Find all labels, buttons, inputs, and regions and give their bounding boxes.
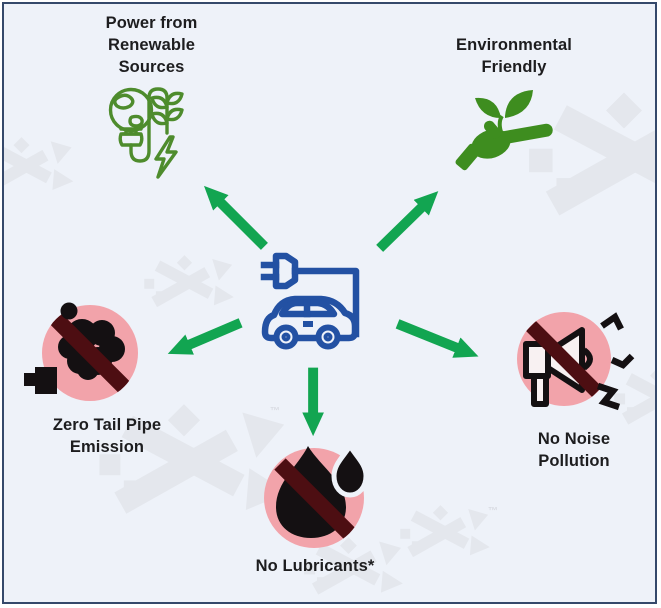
trademark-symbol: ™ <box>270 406 280 417</box>
sound-wave-marks <box>596 312 635 411</box>
prohibition-slash <box>526 321 602 397</box>
car-door-handle <box>303 321 313 327</box>
electric-car-with-charging-plug-icon <box>260 252 360 350</box>
renewable-sources-label: Power from Renewable Sources <box>105 14 198 76</box>
arrow-to-noise <box>395 319 479 358</box>
no-lubricants-label: No Lubricants* <box>255 557 375 575</box>
watermark-x-logo <box>144 254 244 312</box>
prohibition-slash <box>274 458 356 540</box>
arrow-to-emission <box>167 318 243 355</box>
environmental-friendly-label: Environmental Friendly <box>456 36 572 76</box>
exhaust-pipe <box>24 367 57 394</box>
smoke-puff <box>60 302 78 320</box>
arrow-to-renewable <box>203 185 268 250</box>
watermark-x-logo <box>400 504 500 562</box>
no-oil-drop-icon <box>264 441 369 548</box>
no-exhaust-smoke-icon <box>24 302 138 401</box>
hand-holding-sprout-icon <box>455 90 553 171</box>
prohibition-slash <box>50 313 130 393</box>
trademark-symbol: ™ <box>488 506 498 517</box>
no-noise-pollution-label: No Noise Pollution <box>537 430 611 470</box>
no-loudspeaker-icon <box>517 312 635 411</box>
small-oil-drop <box>331 441 369 498</box>
watermark-x-logo <box>2 136 84 197</box>
arrow-to-environment <box>376 191 439 252</box>
zero-tailpipe-emission-label: Zero Tail Pipe Emission <box>52 416 162 456</box>
renewable-energy-bulb-plant-bolt-icon <box>108 87 184 179</box>
